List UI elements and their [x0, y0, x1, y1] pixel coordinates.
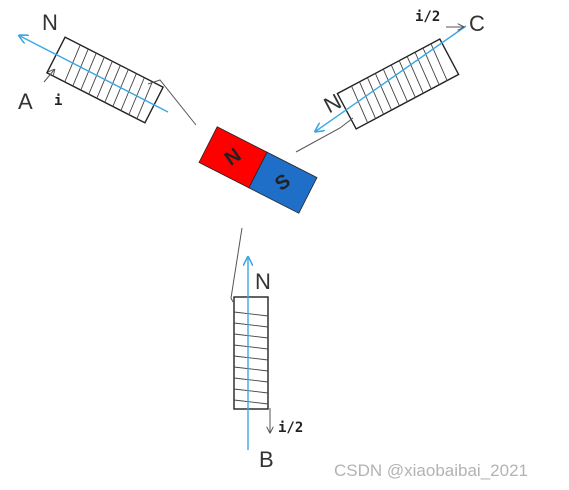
coil-winding: [374, 73, 392, 111]
coil-winding: [390, 64, 408, 102]
coil-a-axis: [20, 36, 169, 113]
coil-winding: [382, 68, 400, 107]
coil-winding: [233, 377, 269, 383]
coil-winding: [406, 56, 424, 94]
coil-c-windings: [351, 43, 448, 123]
coil-b-pole-label: N: [255, 269, 271, 294]
coil-a-pole-label: N: [42, 10, 58, 35]
coil-c-lead-wire: [295, 117, 354, 153]
coil-c-body: [336, 38, 460, 130]
coil-a-current-arrow: [43, 70, 54, 83]
coil-winding: [351, 85, 369, 123]
coil-winding: [233, 399, 269, 405]
coil-winding: [233, 388, 269, 394]
coil-winding: [233, 344, 269, 350]
coil-c-current-label: i/2: [415, 9, 440, 25]
coil-a-current-label: i: [54, 93, 62, 109]
coil-winding: [233, 355, 269, 361]
coil-winding: [414, 52, 432, 90]
coil-b-lead-wire: [230, 227, 243, 303]
coil-winding: [367, 77, 384, 115]
coil-a: N A i: [18, 10, 197, 126]
watermark: CSDN @xiaobaibai_2021: [334, 461, 528, 480]
coil-winding: [359, 81, 377, 119]
coil-b-windings: [233, 311, 269, 405]
coil-a-terminal-label: A: [18, 89, 33, 114]
coil-c: N C i/2: [295, 9, 485, 153]
coil-a-lead-wire: [147, 79, 197, 126]
coil-winding: [233, 311, 269, 317]
bar-magnet: N S: [198, 126, 318, 214]
coil-winding: [233, 366, 269, 372]
coil-c-axis: [316, 25, 467, 131]
coil-b-current-label: i/2: [278, 420, 303, 436]
coil-b-terminal-label: B: [259, 447, 274, 472]
coil-b: N B i/2: [230, 227, 303, 472]
magnet-south-pole: [248, 151, 318, 214]
coil-winding: [233, 333, 269, 339]
coil-winding: [398, 60, 416, 98]
coil-winding: [233, 322, 269, 328]
coil-winding: [430, 43, 448, 81]
coil-c-terminal-label: C: [469, 11, 485, 36]
